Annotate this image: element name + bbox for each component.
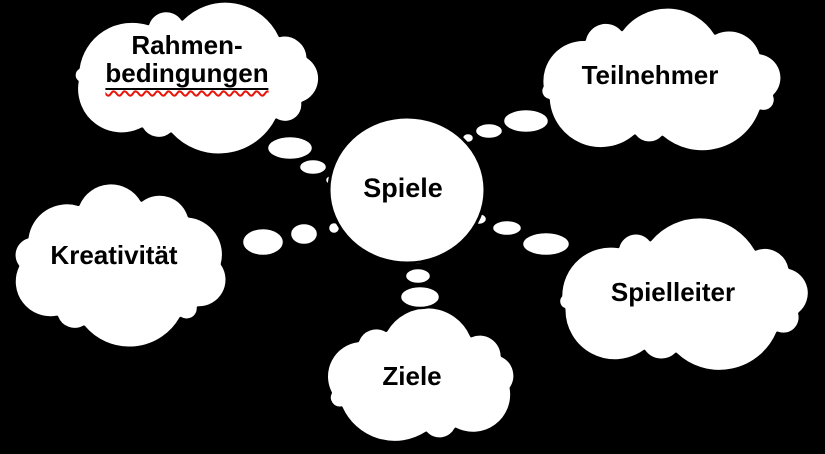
node-label-line2: bedingungen [105,58,269,90]
node-label-spielleiter: Spielleiter [610,277,736,307]
node-label-teilnehmer: Teilnehmer [581,60,719,90]
center-circle [327,115,487,265]
thought-bubble [265,134,315,162]
cloud-shape-kreativitaet [13,181,229,350]
cloud-shape-teilnehmer [539,6,784,153]
thought-bubble [297,157,329,177]
bubble-chain-kreativitaet [240,220,342,258]
thought-bubble [403,266,433,286]
cloud-shape-rahmenbedingungen [73,0,321,157]
thought-bubble [288,221,320,247]
thought-bubble [501,107,551,135]
center-node-label: Spiele [363,173,443,203]
bubble-chain-rahmenbedingungen [265,134,339,187]
spellcheck-squiggle: bedingungen [105,58,269,90]
node-label-line1: Rahmen- [131,30,243,60]
bubble-chain-spielleiter [469,211,572,258]
thought-bubble [520,230,572,258]
bubble-chain-teilnehmer [460,107,551,145]
node-label-kreativitaet: Kreativität [50,240,178,270]
cloud-shape-spielleiter [557,215,811,373]
node-label-ziele: Ziele [382,361,442,391]
thought-bubble [490,218,524,238]
thought-bubble [398,284,442,310]
thought-bubble [240,226,286,258]
thought-bubble [473,121,505,141]
node-label-rahmenbedingungen: Rahmen- bedingungen [105,30,269,90]
cloud-shape-ziele [325,305,516,444]
